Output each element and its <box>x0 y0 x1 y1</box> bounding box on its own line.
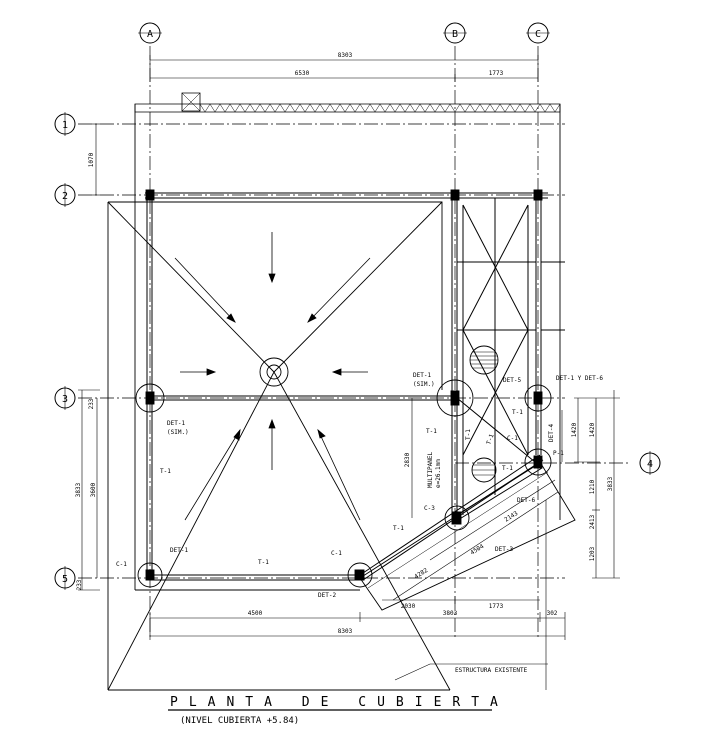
dim-bottom-left: 4500 <box>248 610 263 617</box>
building-outline <box>135 104 560 590</box>
label-t1-diag: T-1 <box>393 525 404 532</box>
axis-label-a: A <box>147 29 153 40</box>
existing-structure <box>108 202 450 690</box>
label-t1-bottom: T-1 <box>258 559 269 566</box>
label-det2: DET-2 <box>318 592 336 599</box>
dim-diag-4504: 4504 <box>469 543 485 557</box>
label-p1: P-1 <box>553 450 564 457</box>
detail-hatch <box>470 352 498 475</box>
steel-beams <box>145 193 565 580</box>
axis-label-2: 2 <box>62 191 68 202</box>
label-det1-b3: DET-1 <box>413 372 431 379</box>
label-det3: DET-3 <box>495 546 513 553</box>
label-c1-a5: C-1 <box>116 561 127 568</box>
dim-top-total: 8303 <box>338 52 353 59</box>
annotation-labels: DET-1 (SIM.) DET-1 (SIM.) DET-5 DET-1 Y … <box>116 372 603 674</box>
dim-right-1203: 1203 <box>589 546 596 561</box>
dim-right-2413: 2413 <box>589 514 596 529</box>
dim-bottom-total: 8303 <box>338 628 353 635</box>
page-title: PLANTA DE CUBIERTA <box>170 695 509 710</box>
label-t1-b-top: T-1 <box>426 428 437 435</box>
axis-label-3: 3 <box>62 394 68 405</box>
dim-left-outer: 3833 <box>75 482 82 497</box>
label-det1-5: DET-1 <box>170 547 188 554</box>
dimension-lines <box>78 55 620 690</box>
grid-lines <box>78 46 630 640</box>
dim-bottom-mid: 3803 <box>443 610 458 617</box>
label-t1-left: T-1 <box>160 468 171 475</box>
dim-left-233-bottom: 233 <box>76 579 83 590</box>
axis-label-4: 4 <box>647 459 653 470</box>
axis-labels: A B C 1 2 3 4 5 <box>62 29 653 585</box>
dim-left-inner: 3600 <box>90 482 97 497</box>
dim-right-3833: 3833 <box>607 476 614 491</box>
dim-right-1420-b: 1420 <box>589 422 596 437</box>
label-det4: DET-4 <box>548 424 555 442</box>
slope-arrows <box>175 232 370 520</box>
label-det1-b3-sim: (SIM.) <box>413 381 435 388</box>
label-multipanel: MULTIPANEL <box>427 451 434 488</box>
label-t1-b4: T-1 <box>502 465 513 472</box>
label-t1-mid: T-1 <box>485 433 495 446</box>
label-det5: DET-5 <box>503 377 521 384</box>
axis-label-1: 1 <box>62 120 68 131</box>
label-estructura: ESTRUCTURA EXISTENTE <box>455 667 528 674</box>
detail-circles <box>136 190 551 587</box>
label-c1-mid: C-1 <box>331 550 342 557</box>
page-subtitle: (NIVEL CUBIERTA +5.84) <box>180 716 299 726</box>
label-det1-y-det6: DET-1 Y DET-6 <box>556 375 603 382</box>
dim-bottom-2030: 2030 <box>401 603 416 610</box>
dim-left-1-2: 1070 <box>88 152 95 167</box>
axis-bubbles <box>55 23 660 590</box>
dim-top-left: 6530 <box>295 70 310 77</box>
dim-right-1210: 1210 <box>589 479 596 494</box>
label-multipanel-e: e=26.1mm <box>435 459 442 488</box>
label-det6: DET-6 <box>517 497 535 504</box>
label-c3: C-3 <box>424 505 435 512</box>
dim-diag-4282: 4282 <box>413 567 429 581</box>
dim-mid-2830: 2830 <box>404 452 411 467</box>
axis-label-b: B <box>452 29 458 40</box>
label-det1-3-sim: (SIM.) <box>167 429 189 436</box>
label-det1-3: DET-1 <box>167 420 185 427</box>
axis-label-c: C <box>535 29 541 40</box>
dim-right-1420-a: 1420 <box>571 422 578 437</box>
dim-bottom-right: 302 <box>547 610 558 617</box>
label-t1-b3: T-1 <box>512 409 523 416</box>
dim-bottom-1773: 1773 <box>489 603 504 610</box>
axis-label-5: 5 <box>62 574 68 585</box>
dim-left-233-top: 233 <box>88 398 95 409</box>
dimension-texts: 8303 6530 1773 1070 3833 3600 233 233 45… <box>75 52 614 635</box>
label-c1-right: C-1 <box>507 435 518 442</box>
dim-top-right: 1773 <box>489 70 504 77</box>
label-t1-b2: T-1 <box>465 429 472 440</box>
top-parapet <box>135 93 560 112</box>
